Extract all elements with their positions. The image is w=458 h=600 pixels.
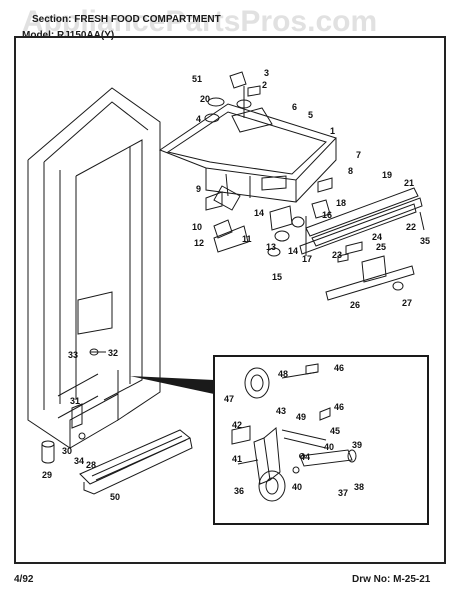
callout-34: 34 <box>74 456 84 466</box>
callout-16: 16 <box>322 210 332 220</box>
callout-21: 21 <box>404 178 414 188</box>
callout-42: 42 <box>232 420 242 430</box>
callout-50: 50 <box>110 492 120 502</box>
callout-40a: 40 <box>324 442 334 452</box>
callout-48: 48 <box>278 369 288 379</box>
callout-23: 23 <box>332 250 342 260</box>
callout-9: 9 <box>196 184 201 194</box>
detail-parts-drawing <box>231 363 357 502</box>
control-group-drawing <box>213 199 331 257</box>
callout-20: 20 <box>200 94 210 104</box>
callout-46a: 46 <box>334 363 344 373</box>
callout-38: 38 <box>354 482 364 492</box>
callout-7: 7 <box>356 150 361 160</box>
callout-41: 41 <box>232 454 242 464</box>
top-small-parts <box>204 71 333 211</box>
callout-51: 51 <box>192 74 202 84</box>
detail-box <box>213 355 429 525</box>
shelf-supports-drawing <box>41 348 106 464</box>
callout-26: 26 <box>350 300 360 310</box>
callout-4: 4 <box>196 114 201 124</box>
callout-39: 39 <box>352 440 362 450</box>
callout-5: 5 <box>308 110 313 120</box>
callout-14b: 14 <box>288 246 298 256</box>
callout-44: 44 <box>300 452 310 462</box>
callout-10: 10 <box>192 222 202 232</box>
footer-date: 4/92 <box>14 574 34 585</box>
detail-pointer <box>130 376 214 394</box>
callout-12: 12 <box>194 238 204 248</box>
callout-36: 36 <box>234 486 244 496</box>
callout-13: 13 <box>266 242 276 252</box>
callout-15: 15 <box>272 272 282 282</box>
callout-11: 11 <box>242 234 252 244</box>
callout-47: 47 <box>224 394 234 404</box>
crisper-slide-drawing <box>325 241 415 301</box>
watermark: AppliancePartsPros.com <box>22 5 378 38</box>
callout-49: 49 <box>296 412 306 422</box>
callout-8: 8 <box>348 166 353 176</box>
callout-labels: 1 2 3 4 5 6 7 8 9 10 11 12 13 14 14 15 1… <box>42 68 430 502</box>
callout-28: 28 <box>86 460 96 470</box>
callout-25: 25 <box>376 242 386 252</box>
duct-rails-drawing <box>299 187 425 255</box>
callout-17: 17 <box>302 254 312 264</box>
callout-19: 19 <box>382 170 392 180</box>
callout-30: 30 <box>62 446 72 456</box>
callout-2: 2 <box>262 80 267 90</box>
callout-3: 3 <box>264 68 269 78</box>
callout-35: 35 <box>420 236 430 246</box>
footer-drawing-number: Drw No: M-25-21 <box>352 574 431 585</box>
callout-33: 33 <box>68 350 78 360</box>
callout-14a: 14 <box>254 208 264 218</box>
callout-27: 27 <box>402 298 412 308</box>
callout-1: 1 <box>330 126 335 136</box>
callout-40b: 40 <box>292 482 302 492</box>
callout-24: 24 <box>372 232 382 242</box>
diagram-frame <box>14 36 446 564</box>
callout-6: 6 <box>292 102 297 112</box>
bottom-grille-drawing <box>79 429 193 495</box>
section-title: Section: FRESH FOOD COMPARTMENT <box>32 14 221 25</box>
callout-22: 22 <box>406 222 416 232</box>
callout-18: 18 <box>336 198 346 208</box>
callout-37: 37 <box>338 488 348 498</box>
cabinet-outline <box>27 87 161 449</box>
callout-29: 29 <box>42 470 52 480</box>
callout-32: 32 <box>108 348 118 358</box>
callout-31: 31 <box>70 396 80 406</box>
model-title: Model: RJ150AA(Y) <box>22 30 115 41</box>
callout-45: 45 <box>330 426 340 436</box>
callout-46b: 46 <box>334 402 344 412</box>
callout-43: 43 <box>276 406 286 416</box>
control-housing-drawing <box>158 103 337 211</box>
